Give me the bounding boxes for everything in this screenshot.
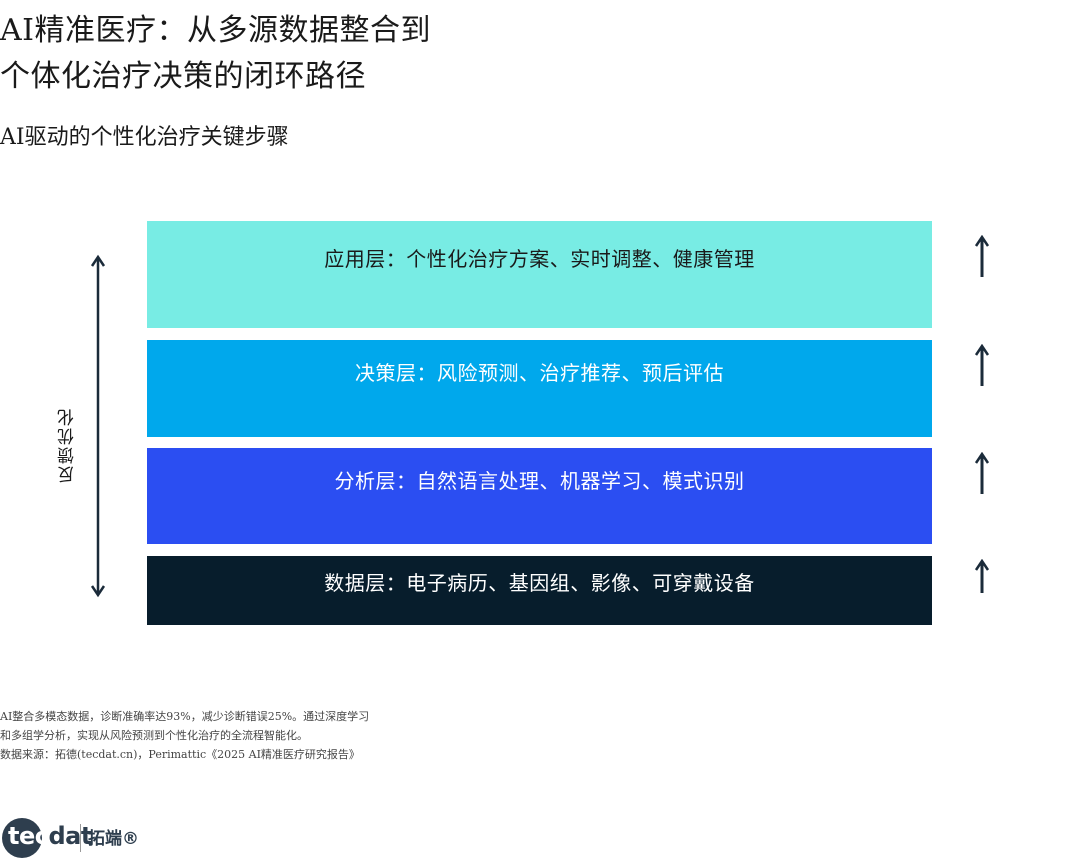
- layer-data-label: 数据层：电子病历、基因组、影像、可穿戴设备: [324, 571, 755, 595]
- logo-wordmark: tecdat: [8, 822, 92, 850]
- source-line: 数据来源：拓德(tecdat.cn)，Perimattic《2025 AI精准医…: [0, 748, 360, 761]
- layer-decision-label: 决策层：风险预测、治疗推荐、预后评估: [355, 361, 724, 385]
- layer-decision: 决策层：风险预测、治疗推荐、预后评估: [147, 340, 932, 437]
- layer-analysis: 分析层：自然语言处理、机器学习、模式识别: [147, 448, 932, 544]
- logo-chinese-name: 拓端®: [88, 829, 139, 849]
- layer-application-label: 应用层：个性化治疗方案、实时调整、健康管理: [324, 247, 755, 271]
- arrow-up-icon: [974, 559, 990, 593]
- arrow-up-icon: [974, 235, 990, 277]
- double-arrow-vertical-icon: [90, 254, 106, 598]
- arrow-up-icon: [974, 344, 990, 386]
- arrow-up-icon: [974, 452, 990, 494]
- feedback-label: 反馈优化: [58, 407, 78, 483]
- logo-divider: [80, 824, 81, 852]
- title-line-2: 个体化治疗决策的闭环路径: [0, 59, 366, 94]
- tecdat-logo: tecdat 拓端®: [0, 816, 200, 860]
- footnote-line-2: 和多组学分析，实现从风险预测到个性化治疗的全流程智能化。: [0, 729, 308, 742]
- page-subtitle: AI驱动的个性化治疗关键步骤: [0, 125, 289, 150]
- logo-circle: [2, 818, 42, 858]
- layer-application: 应用层：个性化治疗方案、实时调整、健康管理: [147, 221, 932, 328]
- page-title: AI精准医疗：从多源数据整合到 个体化治疗决策的闭环路径: [0, 8, 700, 100]
- footnote: AI整合多模态数据，诊断准确率达93%，减少诊断错误25%。通过深度学习 和多组…: [0, 707, 450, 764]
- footnote-line-1: AI整合多模态数据，诊断准确率达93%，减少诊断错误25%。通过深度学习: [0, 710, 370, 723]
- title-line-1: AI精准医疗：从多源数据整合到: [0, 13, 432, 48]
- layer-data: 数据层：电子病历、基因组、影像、可穿戴设备: [147, 556, 932, 625]
- layer-analysis-label: 分析层：自然语言处理、机器学习、模式识别: [334, 469, 745, 493]
